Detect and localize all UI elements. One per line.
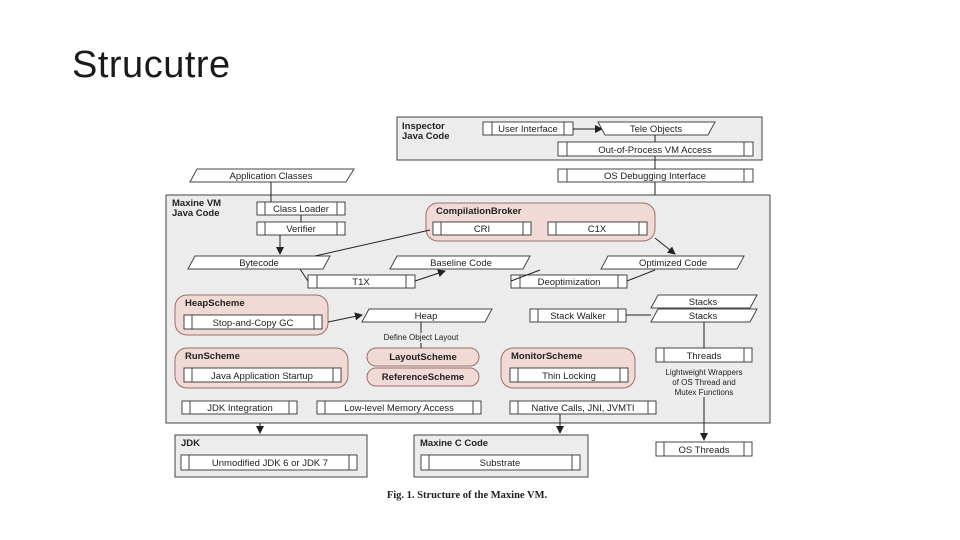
threads-label: Threads	[687, 351, 722, 362]
application-classes-box	[189, 168, 355, 183]
wrappers-note-line2: of OS Thread and	[672, 378, 735, 387]
thin-locking-label: Thin Locking	[542, 371, 596, 382]
define-object-layout-label: Define Object Layout	[384, 333, 459, 342]
os-debugging-label: OS Debugging Interface	[604, 171, 706, 182]
c1x-box	[547, 221, 648, 236]
jdk-integration-label: JDK Integration	[207, 403, 272, 414]
jdk-title: JDK	[181, 438, 200, 449]
os-threads-label: OS Threads	[678, 445, 729, 456]
heap-scheme-title: HeapScheme	[185, 298, 245, 309]
heap-box	[361, 308, 493, 323]
unmodified-jdk-box	[180, 454, 358, 471]
user-interface-label: User Interface	[498, 124, 558, 135]
wrappers-note-line3: Mutex Functions	[675, 388, 734, 397]
baseline-code-box	[389, 255, 531, 270]
unmodified-jdk-label: Unmodified JDK 6 or JDK 7	[212, 458, 328, 469]
run-scheme-title: RunScheme	[185, 351, 240, 362]
cri-box	[432, 221, 532, 236]
jdk-integration-box	[181, 400, 298, 415]
thin-locking-box	[509, 367, 629, 383]
baseline-code-label: Baseline Code	[430, 258, 492, 269]
optimized-code-label: Optimized Code	[639, 258, 707, 269]
stacks-label: Stacks	[689, 311, 718, 322]
java-app-startup-label: Java Application Startup	[211, 371, 313, 382]
bytecode-label: Bytecode	[239, 258, 279, 269]
deoptimization-box	[510, 274, 628, 289]
low-level-memory-label: Low-level Memory Access	[344, 403, 454, 414]
stop-and-copy-gc-label: Stop-and-Copy GC	[213, 318, 294, 329]
java-app-startup-box	[183, 367, 342, 383]
stacks-box	[650, 308, 758, 323]
verifier-label: Verifier	[286, 224, 316, 235]
compilation-broker-title: CompilationBroker	[436, 206, 522, 217]
t1x-label: T1X	[352, 277, 370, 288]
stop-and-copy-gc-box	[183, 314, 323, 330]
stacks-top-label: Stacks	[689, 297, 718, 308]
heap-label: Heap	[415, 311, 438, 322]
deoptimization-label: Deoptimization	[538, 277, 601, 288]
os-threads-box	[655, 441, 753, 457]
layout-scheme	[366, 347, 480, 367]
bytecode-box	[187, 255, 331, 270]
maxine-vm-title: Maxine VM	[172, 198, 221, 209]
figure-caption: Fig. 1. Structure of the Maxine VM.	[387, 490, 548, 501]
application-classes-label: Application Classes	[230, 171, 313, 182]
out-of-process-label: Out-of-Process VM Access	[598, 145, 712, 156]
inspector-subtitle: Java Code	[402, 131, 450, 142]
low-level-memory-box	[316, 400, 482, 415]
c1x-label: C1X	[588, 224, 607, 235]
layout-scheme-label: LayoutScheme	[389, 352, 457, 363]
optimized-code-box	[600, 255, 745, 270]
wrappers-note-line1: Lightweight Wrappers	[665, 368, 742, 377]
substrate-box	[420, 454, 581, 471]
native-calls-box	[509, 400, 657, 415]
tele-objects-label: Tele Objects	[630, 124, 683, 135]
maxine-c-title: Maxine C Code	[420, 438, 488, 449]
class-loader-label: Class Loader	[273, 204, 329, 215]
stacks-top-box	[650, 294, 758, 309]
maxine-vm-subtitle: Java Code	[172, 208, 220, 219]
inspector-title: Inspector	[402, 121, 445, 132]
slide-title: Strucutre	[72, 44, 231, 86]
t1x-box	[307, 274, 416, 289]
connector-arrows	[256, 135, 708, 441]
monitor-scheme-title: MonitorScheme	[511, 351, 582, 362]
reference-scheme	[366, 367, 480, 387]
stack-walker-label: Stack Walker	[550, 311, 606, 322]
native-calls-label: Native Calls, JNI, JVMTI	[532, 403, 635, 414]
cri-label: CRI	[474, 224, 490, 235]
reference-scheme-label: ReferenceScheme	[382, 372, 464, 383]
substrate-label: Substrate	[480, 458, 521, 469]
tele-objects-box	[597, 121, 716, 136]
